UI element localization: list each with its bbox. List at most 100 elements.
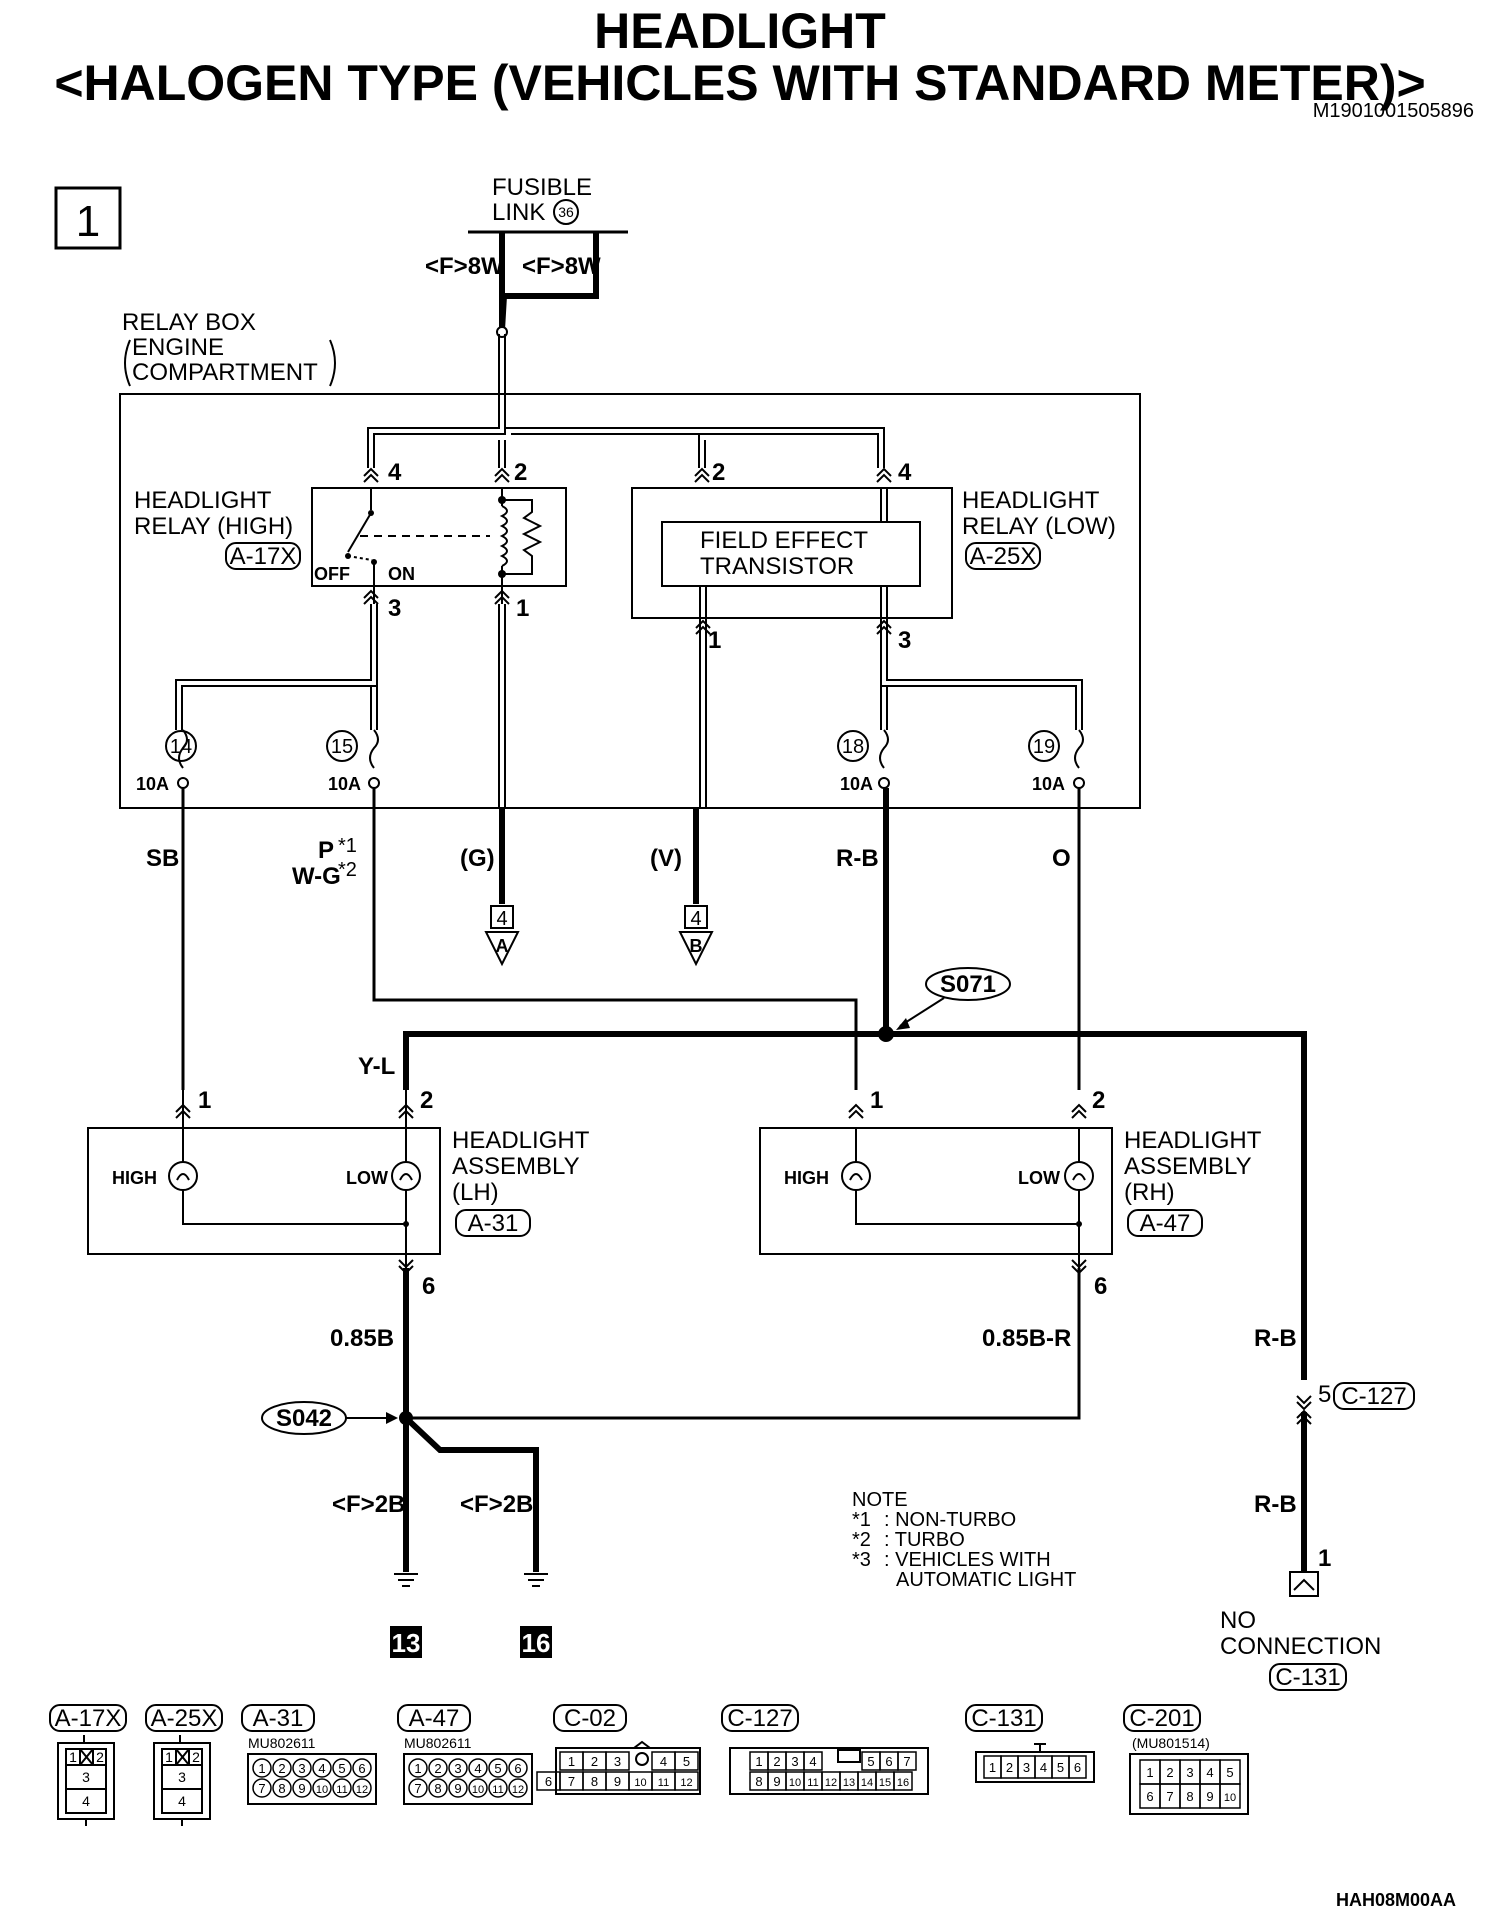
rh-pin-6: 6 [1094, 1273, 1107, 1300]
legend-6-pin: 2 [1000, 1755, 1019, 1779]
lh-pin-2: 2 [420, 1087, 433, 1114]
svg-text:13: 13 [843, 1777, 855, 1789]
headlight-relay-low: FIELD EFFECT TRANSISTOR 2 4 1 3 HEADLIGH… [631, 459, 1116, 654]
relay-box: RELAY BOX ENGINE COMPARTMENT [119, 309, 1141, 809]
legend-5-pin: 4 [803, 1751, 823, 1771]
svg-text:4: 4 [1206, 1765, 1213, 1780]
legend-2-pin: 12 [352, 1778, 372, 1798]
svg-text:A: A [496, 936, 509, 956]
svg-text:10: 10 [634, 1777, 646, 1789]
svg-text:6: 6 [514, 1761, 521, 1776]
legend-5-pin: 13 [839, 1771, 859, 1791]
c131-connector: C-131 [1275, 1664, 1340, 1691]
legend-4-pin: 1 [559, 1751, 584, 1771]
legend-2-pin: 4 [312, 1758, 332, 1778]
feed-label-right: <F>8W [522, 253, 601, 280]
wire-label-o: O [1052, 845, 1071, 872]
svg-text:A-47: A-47 [409, 1705, 460, 1732]
svg-text:1: 1 [1146, 1765, 1153, 1780]
svg-text:11: 11 [336, 1784, 347, 1796]
connector-legend: A-17X 1 2 3 4 A-25X [49, 1704, 1249, 1826]
legend-5-pin: 6 [879, 1751, 899, 1771]
legend-5-pin: 8 [749, 1771, 769, 1791]
svg-text:3: 3 [1186, 1765, 1193, 1780]
rh-low-label: LOW [1018, 1168, 1060, 1188]
connector-c127: 5 C-127 [1296, 1381, 1415, 1425]
legend-5-pin: 2 [767, 1751, 787, 1771]
svg-text:16: 16 [897, 1777, 909, 1789]
legend-3-pin: 3 [448, 1758, 468, 1778]
svg-text:3: 3 [82, 1769, 90, 1785]
fuse-15: 15 10A [326, 729, 380, 794]
relay-low-label-1: HEADLIGHT [962, 487, 1100, 514]
svg-text:5: 5 [1226, 1765, 1233, 1780]
svg-text:10A: 10A [328, 774, 361, 794]
svg-text:C-201: C-201 [1129, 1705, 1194, 1732]
fuse-14: 14 10A [136, 729, 197, 794]
legend-2-pin: 3 [292, 1758, 312, 1778]
page-number: 1 [76, 197, 100, 246]
wire-label-rb: R-B [836, 845, 879, 872]
svg-text:8: 8 [434, 1781, 441, 1796]
fusible-link: FUSIBLE LINK 36 [468, 174, 628, 234]
rh-label-3: (RH) [1124, 1179, 1175, 1206]
fuse-19: 19 10A [1028, 729, 1085, 794]
svg-text:13: 13 [392, 1628, 421, 1658]
fuse-18: 18 10A [837, 729, 890, 794]
legend-7-pin: 8 [1179, 1783, 1201, 1809]
wire-label-sb: SB [146, 845, 179, 872]
wire-label-p: P [318, 837, 334, 864]
svg-text:2: 2 [434, 1761, 441, 1776]
legend-5-pin: 11 [803, 1771, 823, 1791]
feed-wires: <F>8W <F>8W [425, 232, 601, 338]
note-text-1: : NON-TURBO [884, 1509, 1016, 1531]
connector-c131: 1 NO CONNECTION C-131 [1220, 1545, 1381, 1691]
svg-text:6: 6 [358, 1761, 365, 1776]
svg-text:9: 9 [614, 1774, 621, 1789]
svg-text:7: 7 [568, 1774, 575, 1789]
legend-2-pin: 11 [332, 1778, 352, 1798]
legend-6-pin: 5 [1051, 1755, 1070, 1779]
c131-label-1: NO [1220, 1607, 1256, 1634]
svg-text:8: 8 [591, 1774, 598, 1789]
fet-label-2: TRANSISTOR [700, 553, 854, 580]
legend-2-pin: 6 [352, 1758, 372, 1778]
legend-4-pin: 9 [605, 1771, 630, 1791]
svg-text:1: 1 [165, 1749, 173, 1765]
legend-5-pin: 7 [897, 1751, 917, 1771]
svg-text:2: 2 [773, 1754, 780, 1769]
relay-box-fuse-feeds [175, 604, 1083, 808]
legend-5-pin: 16 [893, 1771, 913, 1791]
svg-text:4: 4 [318, 1761, 325, 1776]
relay-high-off: OFF [314, 564, 350, 584]
wire-label-g: (G) [460, 845, 495, 872]
svg-text:4: 4 [1040, 1760, 1047, 1775]
continue-to-4b: 4 B [678, 905, 714, 967]
legend-2-pin: 2 [272, 1758, 292, 1778]
svg-text:4: 4 [496, 908, 507, 930]
lh-high-label: HIGH [112, 1168, 157, 1188]
svg-text:MU802611: MU802611 [248, 1735, 316, 1751]
relay-low-pin-2: 2 [712, 459, 725, 486]
svg-text:10A: 10A [840, 774, 873, 794]
lh-label-3: (LH) [452, 1179, 499, 1206]
svg-text:12: 12 [512, 1784, 524, 1796]
svg-text:9: 9 [298, 1781, 305, 1796]
svg-text:15: 15 [331, 736, 353, 758]
legend-2-pin: 7 [252, 1778, 272, 1798]
headlight-relay-high: HEADLIGHT RELAY (HIGH) A-17X 4 2 OFF ON … [134, 459, 567, 622]
continue-to-4a: 4 A [484, 905, 520, 967]
legend-7-pin: 9 [1199, 1783, 1221, 1809]
legend-7-pin: 1 [1139, 1759, 1161, 1785]
note-mark-3: *3 [852, 1549, 871, 1571]
svg-text:12: 12 [825, 1777, 837, 1789]
svg-text:12: 12 [680, 1777, 692, 1789]
svg-text:7: 7 [258, 1781, 265, 1796]
wire-label-v: (V) [650, 845, 682, 872]
legend-7-pin: 2 [1159, 1759, 1181, 1785]
relay-high-pin-4: 4 [388, 459, 402, 486]
